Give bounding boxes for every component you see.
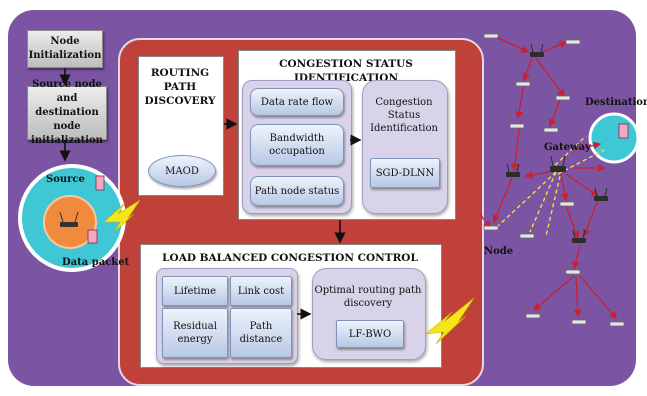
source-node-graphic	[18, 164, 126, 272]
source-label: Source	[46, 174, 85, 185]
lf-bwo-method: LF-BWO	[336, 320, 404, 348]
network-red-links	[479, 33, 617, 319]
lightning-gateway-icon	[425, 297, 475, 345]
residual-energy-factor: Residual energy	[162, 308, 228, 358]
gateway-label: Gateway	[544, 142, 591, 153]
congestion-identification-group	[362, 80, 448, 214]
path-distance-factor: Path distance	[230, 308, 292, 358]
access-point-icon	[543, 119, 559, 133]
access-point-icon	[519, 225, 535, 239]
router-icon	[506, 163, 520, 177]
congestion-identification-label: Congestion Status Identification	[370, 97, 438, 134]
access-point-icon	[559, 193, 575, 207]
access-point-icon	[483, 25, 499, 39]
lightning-source-icon	[103, 199, 141, 233]
data-packet-icon	[87, 229, 98, 244]
sgd-dlnn-method: SGD-DLNN	[370, 158, 440, 188]
data-rate-flow-factor: Data rate flow	[250, 88, 344, 116]
routing-path-discovery-title: ROUTING PATH DISCOVERY	[144, 67, 216, 107]
access-point-icon	[565, 261, 581, 275]
destination-disc	[588, 112, 640, 164]
flow-arrows	[59, 68, 362, 320]
router-icon	[530, 43, 544, 57]
path-node-status-factor: Path node status	[250, 176, 344, 206]
destination-node-graphic	[588, 112, 640, 164]
lifetime-factor: Lifetime	[162, 276, 228, 306]
access-point-icon	[515, 73, 531, 87]
source-device-icon	[95, 175, 105, 191]
load-balance-title: LOAD BALANCED CONGESTION CONTROL	[162, 252, 418, 264]
access-point-icon	[483, 217, 499, 231]
data-packet-label: Data packet	[62, 257, 130, 268]
access-point-icon	[609, 313, 625, 327]
bandwidth-occupation-factor: Bandwidth occupation	[250, 124, 344, 166]
destination-device-icon	[618, 123, 629, 139]
router-icon	[572, 229, 586, 243]
node-label: Node	[484, 246, 514, 257]
network-routers	[506, 43, 608, 243]
optimal-path-label: Optimal routing path discovery	[314, 285, 422, 309]
network-access-points	[483, 25, 625, 327]
link-cost-factor: Link cost	[230, 276, 292, 306]
access-point-icon	[565, 31, 581, 45]
source-router-icon	[60, 222, 78, 227]
access-point-icon	[525, 305, 541, 319]
router-icon	[594, 187, 608, 201]
access-point-icon	[571, 311, 587, 325]
destination-label: Destination	[585, 97, 647, 108]
node-initialization-step: Node Initialization	[27, 30, 103, 68]
maod-method: MAOD	[148, 155, 216, 187]
gateway-router-icon	[550, 155, 566, 172]
access-point-icon	[509, 115, 525, 129]
access-point-icon	[555, 87, 571, 101]
